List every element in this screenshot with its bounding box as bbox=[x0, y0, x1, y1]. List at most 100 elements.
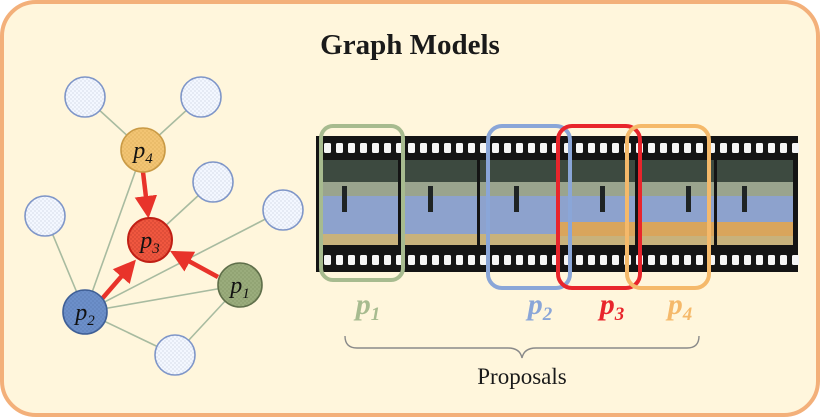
film-frame bbox=[401, 160, 477, 245]
film-hole bbox=[684, 143, 691, 153]
film-hole bbox=[588, 255, 595, 265]
film-hole bbox=[516, 255, 523, 265]
film-hole bbox=[588, 143, 595, 153]
film-hole bbox=[516, 143, 523, 153]
film-hole bbox=[360, 255, 367, 265]
film-frame bbox=[322, 160, 398, 245]
film-hole bbox=[456, 255, 463, 265]
film-hole bbox=[336, 255, 343, 265]
proposals-label: Proposals bbox=[477, 364, 567, 389]
film-hole bbox=[480, 255, 487, 265]
film-hole bbox=[432, 255, 439, 265]
film-hole bbox=[492, 255, 499, 265]
film-hole bbox=[696, 255, 703, 265]
graph-node-p4: p4 bbox=[120, 127, 166, 173]
proposals-brace bbox=[344, 335, 700, 359]
film-hole bbox=[408, 143, 415, 153]
film-hole bbox=[492, 143, 499, 153]
film-frames bbox=[322, 160, 793, 245]
proposal-box-p2 bbox=[486, 124, 572, 290]
film-hole bbox=[576, 255, 583, 265]
film-hole bbox=[528, 143, 535, 153]
film-hole bbox=[720, 143, 727, 153]
film-hole bbox=[432, 143, 439, 153]
graph-node-empty bbox=[64, 76, 106, 118]
film-hole bbox=[792, 143, 799, 153]
film-hole bbox=[612, 143, 619, 153]
proposal-boxes bbox=[319, 124, 711, 290]
proposal-label-p3: p3 bbox=[597, 288, 625, 325]
graph-node-empty bbox=[262, 189, 304, 231]
arrow-p1-to-p3 bbox=[170, 250, 220, 279]
film-hole bbox=[612, 255, 619, 265]
film-hole bbox=[684, 255, 691, 265]
film-frame bbox=[717, 160, 793, 245]
proposal-label-p1: p1 bbox=[353, 288, 381, 325]
film-hole bbox=[744, 255, 751, 265]
svg-text:p3: p3 bbox=[138, 228, 160, 257]
graph-node-p2: p2 bbox=[62, 289, 108, 335]
film-frame bbox=[480, 160, 556, 245]
film-hole bbox=[732, 255, 739, 265]
film-hole bbox=[456, 143, 463, 153]
film-hole bbox=[468, 255, 475, 265]
film-hole bbox=[348, 255, 355, 265]
svg-text:p1: p1 bbox=[228, 273, 250, 302]
film-holes-top bbox=[324, 143, 799, 153]
proposal-box-p1 bbox=[319, 124, 405, 282]
film-hole bbox=[384, 143, 391, 153]
film-hole bbox=[540, 255, 547, 265]
film-hole bbox=[360, 143, 367, 153]
film-hole bbox=[672, 143, 679, 153]
graph-arrows bbox=[99, 171, 220, 302]
graph-node-empty bbox=[180, 76, 222, 118]
svg-text:p4: p4 bbox=[131, 138, 153, 167]
film-hole bbox=[372, 143, 379, 153]
film-hole bbox=[444, 143, 451, 153]
graph-node-empty bbox=[154, 334, 196, 376]
film-hole bbox=[672, 255, 679, 265]
film-hole bbox=[756, 143, 763, 153]
graph-node-empty bbox=[24, 195, 66, 237]
graph-node-empty bbox=[192, 161, 234, 203]
film-hole bbox=[780, 143, 787, 153]
film-hole bbox=[468, 143, 475, 153]
film-hole bbox=[648, 143, 655, 153]
film-hole bbox=[420, 255, 427, 265]
film-hole bbox=[792, 255, 799, 265]
film-hole bbox=[660, 255, 667, 265]
proposal-label-p4: p4 bbox=[665, 288, 693, 325]
empty-nodes bbox=[24, 76, 304, 376]
film-hole bbox=[324, 143, 331, 153]
film-hole bbox=[528, 255, 535, 265]
film-hole bbox=[600, 255, 607, 265]
film-hole bbox=[768, 143, 775, 153]
film-hole bbox=[324, 255, 331, 265]
svg-text:p2: p2 bbox=[73, 300, 95, 329]
film-hole bbox=[336, 143, 343, 153]
film-hole bbox=[504, 255, 511, 265]
arrow-p4-to-p3 bbox=[134, 171, 158, 219]
film-holes-bottom bbox=[324, 255, 799, 265]
film-hole bbox=[744, 143, 751, 153]
film-hole bbox=[600, 143, 607, 153]
proposal-label-p2: p2 bbox=[525, 288, 553, 325]
film-hole bbox=[768, 255, 775, 265]
arrow-p2-to-p3 bbox=[99, 259, 136, 302]
film-hole bbox=[648, 255, 655, 265]
film-hole bbox=[756, 255, 763, 265]
film-hole bbox=[480, 143, 487, 153]
film-hole bbox=[444, 255, 451, 265]
film-strip bbox=[316, 136, 799, 272]
proposal-labels: p1 p2 p3 p4 bbox=[353, 288, 693, 325]
figure-title: Graph Models bbox=[320, 29, 500, 61]
film-hole bbox=[660, 143, 667, 153]
graph-node-p3: p3 bbox=[127, 217, 173, 263]
film-hole bbox=[372, 255, 379, 265]
film-hole bbox=[720, 255, 727, 265]
film-hole bbox=[384, 255, 391, 265]
film-hole bbox=[576, 143, 583, 153]
film-hole bbox=[696, 143, 703, 153]
